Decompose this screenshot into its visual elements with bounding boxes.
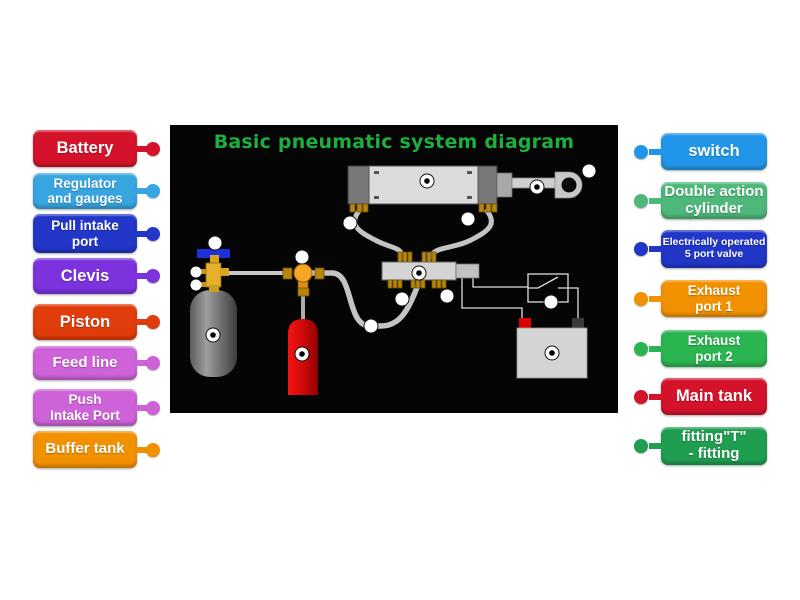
connector-stub — [134, 446, 149, 453]
connector-stub — [649, 393, 664, 400]
gauges — [190, 266, 202, 291]
regulator-graphic — [190, 249, 230, 292]
hotspot-marker-piston-rod[interactable] — [529, 179, 545, 195]
label-feed-line[interactable]: Feed line — [33, 346, 160, 380]
pneumatic-diagram: Basic pneumatic system diagram — [170, 125, 618, 413]
hotspot-marker-main-tank[interactable] — [294, 346, 310, 362]
connector-stub — [134, 145, 149, 152]
wires — [461, 278, 579, 319]
hotspot-marker-switch[interactable] — [543, 294, 559, 310]
label-t-fitting[interactable]: fitting"T"- fitting — [634, 427, 767, 465]
hotspot-marker-above-regulator[interactable] — [207, 235, 223, 251]
connector-dot — [146, 141, 160, 156]
hotspot-marker-battery[interactable] — [544, 345, 560, 361]
label-switch[interactable]: switch — [634, 133, 767, 170]
connector-dot — [634, 439, 648, 453]
label-text: Buffer tank — [33, 431, 137, 468]
connector-dot — [146, 184, 160, 198]
label-main-tank[interactable]: Main tank — [634, 378, 767, 415]
label-text: Main tank — [661, 378, 767, 415]
hotspot-marker-right-hose[interactable] — [460, 211, 476, 227]
diagram-title: Basic pneumatic system diagram — [213, 131, 575, 153]
hose-left — [352, 208, 406, 260]
label-text: fitting"T"- fitting — [661, 427, 767, 465]
hotspot-marker-buffer-tank[interactable] — [205, 327, 221, 343]
hotspot-marker-feed-line[interactable] — [363, 318, 379, 334]
hotspot-marker-clevis[interactable] — [581, 163, 597, 179]
label-text: switch — [661, 133, 767, 170]
connector-stub — [649, 345, 664, 352]
connector-stub — [649, 197, 664, 204]
connector-dot — [634, 341, 648, 356]
connector-dot — [634, 193, 648, 208]
piston-rod-graphic — [496, 172, 558, 198]
hotspot-marker-valve-bottom-right[interactable] — [439, 288, 455, 304]
label-text: Feed line — [33, 346, 137, 380]
hotspot-marker-valve-body[interactable] — [411, 265, 427, 281]
t-fitting-graphic — [282, 263, 325, 297]
diagram-canvas — [190, 163, 597, 395]
hose-right — [428, 208, 494, 260]
valve-bottom-ports — [387, 279, 447, 289]
hotspot-marker-cylinder-body[interactable] — [419, 173, 435, 189]
label-text: Battery — [33, 130, 137, 167]
clevis-graphic — [554, 171, 583, 199]
connector-dot — [634, 144, 648, 159]
connector-stub — [134, 230, 149, 237]
solenoid-graphic — [455, 263, 480, 279]
connector-stub — [134, 319, 149, 325]
connector-stub — [649, 443, 664, 449]
connector-dot — [146, 400, 160, 415]
connector-stub — [649, 246, 664, 252]
hotspot-marker-left-hose[interactable] — [342, 215, 358, 231]
connector-stub — [649, 148, 664, 155]
connector-stub — [134, 273, 149, 279]
label-piston[interactable]: Piston — [33, 304, 160, 340]
connector-dot — [146, 315, 160, 329]
connector-dot — [634, 389, 648, 404]
label-text: Clevis — [33, 258, 137, 294]
label-buffer-tank[interactable]: Buffer tank — [33, 431, 160, 468]
label-battery[interactable]: Battery — [33, 130, 160, 167]
connector-dot — [634, 291, 648, 306]
cylinder-port-fittings — [349, 203, 498, 213]
cylinder-graphic — [347, 165, 498, 213]
connector-dot — [146, 269, 160, 283]
connector-dot — [634, 242, 648, 256]
valve-top-ports — [397, 251, 437, 263]
valve-graphic — [381, 251, 457, 289]
connector-stub — [134, 188, 149, 194]
connector-stub — [134, 360, 149, 366]
connector-dot — [146, 226, 160, 241]
connector-dot — [146, 356, 160, 370]
connector-stub — [649, 295, 664, 302]
label-clevis[interactable]: Clevis — [33, 258, 160, 294]
hotspot-marker-above-t-fitting[interactable] — [294, 249, 310, 265]
hotspot-marker-valve-bottom-left[interactable] — [394, 291, 410, 307]
label-text: Piston — [33, 304, 137, 340]
connector-dot — [146, 442, 160, 457]
connector-stub — [134, 404, 149, 411]
